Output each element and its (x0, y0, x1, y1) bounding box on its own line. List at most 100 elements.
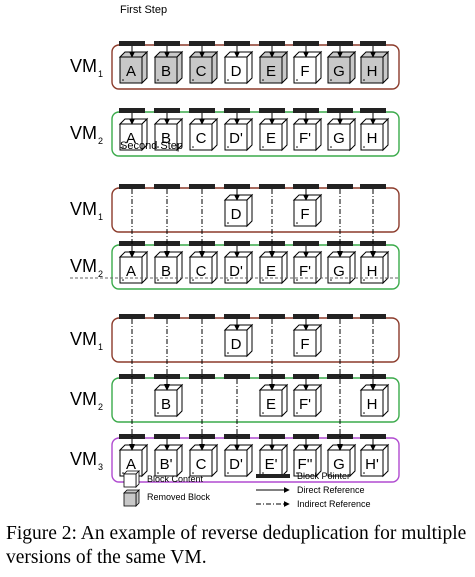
legend-cube-side (135, 489, 140, 507)
block-side-face (281, 50, 288, 85)
block-pointer (293, 41, 319, 46)
block-label: G (333, 263, 345, 280)
block: B (153, 50, 184, 85)
vm-label: VM2 (70, 389, 103, 412)
block-dot (192, 79, 194, 81)
block-label: H' (365, 456, 379, 473)
block-dot (157, 412, 159, 414)
block-pointer (119, 314, 145, 319)
block-pointer (259, 108, 285, 113)
block-pointer (224, 241, 250, 246)
block: E (258, 117, 289, 152)
legend-removed-block-icon (123, 489, 140, 507)
block-label: C (196, 130, 207, 147)
vm-label: VM3 (70, 449, 103, 472)
block-dot (296, 79, 298, 81)
block-label: C (196, 263, 207, 280)
block-side-face (382, 443, 389, 478)
block-side-face (281, 443, 288, 478)
block: C (188, 117, 219, 152)
block-side-face (211, 50, 218, 85)
block-pointer (224, 314, 250, 319)
block-dot (296, 472, 298, 474)
block-dot (296, 279, 298, 281)
block: A (118, 443, 149, 478)
block-dot (227, 79, 229, 81)
block-dot (330, 79, 332, 81)
block-dot (296, 146, 298, 148)
block-dot (330, 146, 332, 148)
block: D' (223, 443, 254, 478)
block: C (188, 250, 219, 285)
step-title: Second Step (120, 140, 183, 152)
block-label: A (126, 130, 136, 147)
block-label: E (266, 130, 276, 147)
block: F' (292, 383, 323, 418)
block-pointer (189, 314, 215, 319)
block: B (153, 250, 184, 285)
block-label: C (196, 63, 207, 80)
block-side-face (315, 50, 322, 85)
block: B (153, 383, 184, 418)
vm-subscript: 2 (98, 402, 103, 412)
vm-subscript: 3 (98, 462, 103, 472)
block-label: E (266, 263, 276, 280)
block-label: H (367, 396, 378, 413)
block-label: H (367, 63, 378, 80)
block-side-face (382, 383, 389, 418)
block: E (258, 383, 289, 418)
block-side-face (246, 50, 253, 85)
block: H (359, 383, 390, 418)
block-label: E (266, 63, 276, 80)
block: F (292, 50, 323, 85)
block: C (188, 443, 219, 478)
legend-cube-side (135, 470, 140, 488)
block: D (223, 323, 254, 358)
block-label: D' (229, 456, 243, 473)
block-side-face (246, 117, 253, 152)
block: G (326, 250, 357, 285)
block-pointer (154, 184, 180, 189)
legend-cube-front (123, 492, 137, 507)
block-pointer (119, 184, 145, 189)
block: B (153, 117, 184, 152)
block: G (326, 50, 357, 85)
block-pointer (293, 241, 319, 246)
block-pointer (327, 41, 353, 46)
vm-row-frame (111, 111, 400, 157)
block-side-face (281, 117, 288, 152)
block-label: A (126, 456, 136, 473)
block-pointer (119, 41, 145, 46)
block-side-face (211, 117, 218, 152)
block-dot (262, 472, 264, 474)
block-label: F'' (298, 456, 313, 473)
block: G (326, 117, 357, 152)
legend-block-content-icon (123, 470, 140, 488)
block-label: F' (299, 263, 311, 280)
block: F (292, 193, 323, 228)
block-pointer (293, 184, 319, 189)
block-pointer (224, 184, 250, 189)
vm-row-frame (111, 44, 400, 90)
block-dot (296, 352, 298, 354)
block-label: B (161, 63, 171, 80)
vm-row-frame (111, 377, 400, 423)
block-label: D' (229, 130, 243, 147)
block: D (223, 50, 254, 85)
block-side-face (315, 193, 322, 228)
block-pointer (293, 314, 319, 319)
block-label: D (231, 206, 242, 223)
block-dot (363, 472, 365, 474)
block-pointer (360, 184, 386, 189)
block-pointer (189, 41, 215, 46)
block-label: B (161, 263, 171, 280)
block-dot (227, 279, 229, 281)
block-dot (330, 279, 332, 281)
vm-subscript: 1 (98, 69, 103, 79)
block-side-face (176, 50, 183, 85)
block-dot (363, 79, 365, 81)
block-label: D (231, 63, 242, 80)
legend-cube-front (123, 473, 137, 488)
figure-caption: Figure 2: An example of reverse deduplic… (6, 523, 467, 568)
